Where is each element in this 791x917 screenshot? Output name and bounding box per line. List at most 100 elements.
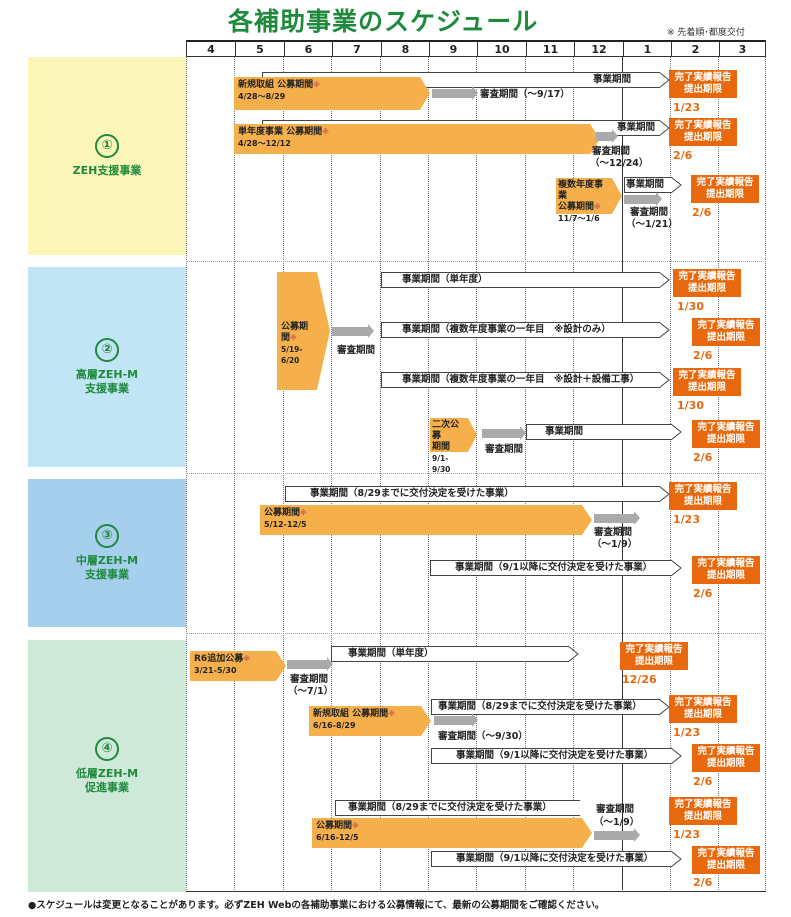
project-bar: 事業期間（複数年度事業の一年目 ※設計＋設備工事） [381,372,660,388]
publication-arrow [612,178,622,214]
publication-arrow [276,651,286,681]
report-deadline-badge: 完了実績報告 提出期限 [669,482,737,510]
section-mid-rise: ③ 中層ZEH-M 支援事業 [28,479,186,627]
report-deadline-badge: 完了実績報告 提出期限 [692,420,760,448]
month-cell: 8 [381,42,429,57]
publication-bar: 複数年度事業公募期間※ 11/7～1/6 [556,178,612,223]
month-cell: 3 [719,42,765,57]
review-label: 審査期間 [290,674,329,685]
section-name: 低層ZEH-M 促進事業 [75,767,139,794]
project-bar: 事業期間（8/29までに交付決定を受けた事業） [285,486,660,502]
month-cell: 12 [574,42,623,57]
review-arrow [520,426,526,440]
month-cell: 11 [526,42,574,57]
publication-bar: 公募期間※ 5/19-6/20 [277,272,317,390]
report-date: 2/6 [693,876,713,889]
project-arrow [658,371,670,389]
review-arrow [368,324,374,338]
publication-bar: 単年度事業 公募期間※ 4/28～12/12 [234,124,590,154]
review-bar [594,831,634,840]
month-cell: 4 [207,43,215,56]
review-bar [594,514,634,523]
report-deadline-badge: 完了実績報告 提出期限 [691,175,759,203]
report-deadline-badge: 完了実績報告 提出期限 [673,368,741,396]
report-deadline-badge: 完了実績報告 提出期限 [692,744,760,772]
project-arrow [670,747,682,765]
review-label: （～12/24） [590,158,649,169]
project-arrow [567,645,579,663]
review-arrow [472,86,478,100]
report-date: 1/23 [673,513,700,526]
project-bar: 事業期間（単年度） [331,646,569,662]
publication-bar: 公募期間※ 5/12-12/5 [260,505,582,535]
report-date: 2/6 [693,451,713,464]
section-number: ③ [95,524,119,548]
project-bar: 事業期間（9/1以降に交付決定を受けた事業） [431,748,672,764]
publication-arrow [420,77,430,110]
project-bar: 事業期間（9/1以降に交付決定を受けた事業） [430,560,672,576]
month-cell: 9 [429,42,477,57]
publication-arrow [421,706,431,736]
publication-bar: 二次公募期間 9/1-9/30 [430,418,468,474]
report-date: 2/6 [692,206,712,219]
review-label: （～1/9） [594,817,640,828]
review-label: 審査期間（～9/30） [438,731,528,742]
publication-bar: 公募期間※ 6/16-12/5 [312,818,582,848]
report-date: 1/23 [673,726,700,739]
section-high-rise: ② 高層ZEH-M 支援事業 [28,267,186,467]
report-date: 1/30 [677,300,704,313]
page-title: 各補助事業のスケジュール [228,7,539,36]
report-deadline-badge: 完了実績報告 提出期限 [669,70,737,98]
publication-arrow [582,505,592,535]
section-name: ZEH支援事業 [72,164,142,177]
review-bar [624,195,656,204]
report-date: 2/6 [693,775,713,788]
project-arrow [658,321,670,339]
month-cell: 10 [477,42,526,57]
report-deadline-badge: 完了実績報告 提出期限 [692,846,760,874]
report-date: 1/30 [677,399,704,412]
review-label: 審査期間 [596,804,635,815]
review-arrow [634,828,640,842]
review-arrow [472,713,478,727]
section-number: ④ [95,737,119,761]
project-bar: 事業期間（単年度） [381,272,660,288]
review-arrow [656,192,662,206]
project-bar: 事業期間 [526,424,672,440]
review-label: 審査期間 [594,527,633,538]
review-bar [596,132,612,141]
report-deadline-badge: 完了実績報告 提出期限 [692,318,760,346]
review-bar [287,660,327,669]
publication-bar: 新規取組 公募期間※ 6/16-8/29 [309,706,421,736]
project-arrow [658,271,670,289]
project-bar: 事業期間（8/29までに交付決定を受けた事業） [335,800,580,816]
review-bar [432,89,472,98]
review-label: （～1/21） [626,219,678,230]
report-deadline-badge: 完了実績報告 提出期限 [620,642,688,670]
review-label: 審査期間 [485,444,524,455]
report-deadline-badge: 完了実績報告 提出期限 [669,797,737,825]
month-cell: 1 [623,42,671,57]
review-label: 審査期間 [337,345,376,356]
project-arrow [670,850,682,868]
review-bar [332,327,368,336]
project-arrow [670,176,682,194]
review-label: 審査期間 [630,207,669,218]
report-date: 1/23 [673,828,700,841]
project-bar: 事業期間（8/29までに交付決定を受けた事業） [431,699,660,715]
month-cell: 5 [235,42,284,57]
section-low-rise: ④ 低層ZEH-M 促進事業 [28,640,186,892]
project-arrow [670,559,682,577]
review-bar [434,716,472,725]
month-cell: 2 [671,42,719,57]
publication-arrow [582,818,592,848]
section-number: ② [95,338,119,362]
project-bar: 事業期間 [624,177,672,193]
report-date: 12/26 [622,673,657,686]
top-note: ※ 先着順･都度交付 [667,28,745,38]
section-number: ① [95,134,119,158]
month-header: 4 5 6 7 8 9 10 11 12 1 2 3 [186,40,766,57]
review-bar [482,429,520,438]
section-name: 中層ZEH-M 支援事業 [75,554,139,581]
project-arrow [670,423,682,441]
